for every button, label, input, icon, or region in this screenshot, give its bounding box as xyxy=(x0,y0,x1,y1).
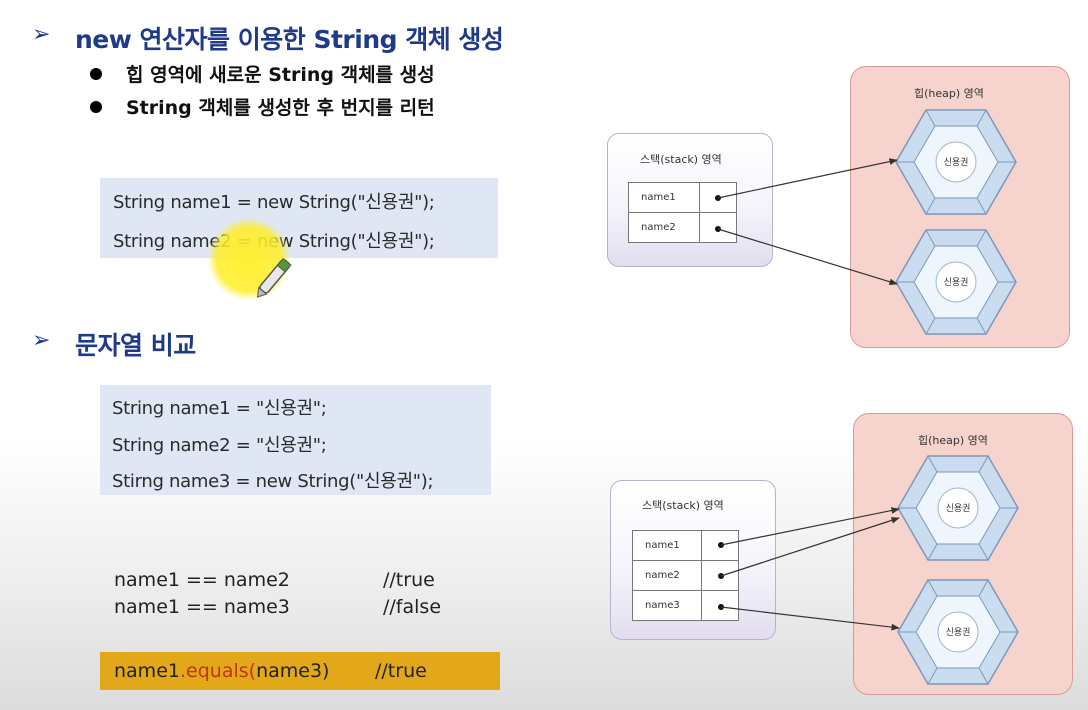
equals-highlight xyxy=(100,652,500,690)
heap-title: 힙(heap) 영역 xyxy=(914,87,984,100)
var-name: name2 xyxy=(628,212,700,243)
code-block-new xyxy=(100,178,498,258)
object-value: 신용권 xyxy=(946,626,971,638)
section2-heading: 문자열 비교 xyxy=(75,331,196,360)
stack-title: 스택(stack) 영역 xyxy=(642,499,724,512)
equals-object: name1 xyxy=(114,660,180,682)
bullet-dot-icon xyxy=(90,100,102,113)
heap-object: 신용권 xyxy=(895,109,1017,215)
code-line: Stirng name3 = new String("신용권"); xyxy=(112,471,434,492)
code-block-compare xyxy=(100,385,491,495)
reference-arrow xyxy=(717,228,898,285)
heap-object: 신용권 xyxy=(895,229,1017,335)
equals-arg: name3) xyxy=(256,660,330,682)
comparison-comment: //true xyxy=(383,569,435,591)
bullet-dot-icon xyxy=(90,67,102,80)
heap-title: 힙(heap) 영역 xyxy=(918,434,988,447)
section-arrow-icon: ➢ xyxy=(32,328,51,353)
equals-expr: name1.equals(name3) xyxy=(114,660,329,682)
reference-arrow xyxy=(720,606,900,631)
comparison-comment: //false xyxy=(383,596,442,618)
reference-arrow xyxy=(720,517,900,577)
pointer-highlight xyxy=(208,218,290,300)
comparison-expr: name1 == name2 xyxy=(114,569,290,591)
object-value: 신용권 xyxy=(944,276,969,288)
object-value: 신용권 xyxy=(946,502,971,514)
code-line: String name2 = "신용권"; xyxy=(112,435,327,456)
code-line: String name1 = "신용권"; xyxy=(112,398,327,419)
equals-comment: //true xyxy=(375,660,427,682)
var-name: name1 xyxy=(632,530,702,561)
heap-object: 신용권 xyxy=(897,455,1019,561)
section1-heading: new 연산자를 이용한 String 객체 생성 xyxy=(75,25,504,54)
object-value: 신용권 xyxy=(944,156,969,168)
stack-table: name1 name2 xyxy=(628,182,737,243)
equals-method: .equals( xyxy=(179,660,257,682)
bullet-item: String 객체를 생성한 후 번지를 리턴 xyxy=(90,93,435,120)
code-line: String name1 = new String("신용권"); xyxy=(113,192,435,213)
heap-object: 신용권 xyxy=(897,579,1019,685)
stack-title: 스택(stack) 영역 xyxy=(640,153,722,166)
pen-cursor-icon xyxy=(256,257,292,298)
section-arrow-icon: ➢ xyxy=(32,22,51,47)
bullet-text: 힙 영역에 새로운 String 객체를 생성 xyxy=(126,64,435,86)
bullet-text: String 객체를 생성한 후 번지를 리턴 xyxy=(126,97,435,119)
stack-row: name3 xyxy=(632,590,739,621)
comparison-expr: name1 == name3 xyxy=(114,596,290,618)
reference-arrow xyxy=(720,507,900,546)
reference-arrow xyxy=(717,158,898,199)
bullet-item: 힙 영역에 새로운 String 객체를 생성 xyxy=(90,60,435,87)
